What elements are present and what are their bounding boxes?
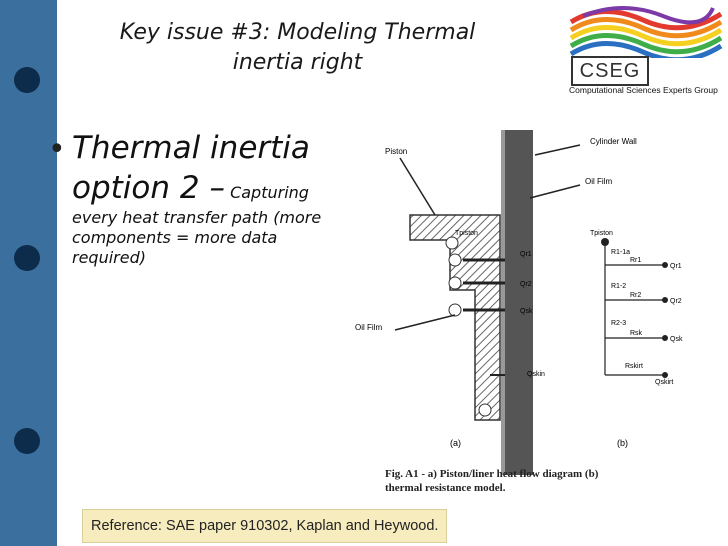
node-5	[478, 403, 492, 417]
title-line-1: Key issue #3: Modeling Thermal	[119, 20, 476, 45]
label-r2: Rr2	[630, 292, 641, 299]
bullet-text: Thermal inertia option 2 – Capturing eve…	[72, 128, 322, 268]
reference-box: Reference: SAE paper 910302, Kaplan and …	[82, 509, 448, 543]
bullet-large-text: Thermal inertia option 2 –	[72, 130, 310, 206]
figure-caption-line-1: Fig. A1 - a) Piston/liner heat flow diag…	[385, 468, 599, 480]
label-q2: Qr2	[520, 281, 532, 288]
label-qskirt: Qskirt	[655, 379, 673, 386]
label-oil-film-left: Oil Film	[355, 323, 382, 332]
label-r3: Rsk	[630, 330, 643, 337]
node-3	[448, 303, 462, 317]
label-piston: Piston	[385, 147, 407, 156]
slide-title: Key issue #3: Modeling Thermal inertia r…	[75, 18, 520, 78]
label-rskirt: Rskirt	[625, 363, 643, 370]
label-cylinder-wall: Cylinder Wall	[590, 137, 637, 146]
label-qsk: Qsk	[520, 308, 533, 315]
label-panel-b: (b)	[617, 438, 628, 448]
figure-caption-line-2: thermal resistance model.	[385, 482, 506, 494]
label-r1: Rr1	[630, 257, 641, 264]
label-qsk-b: Qsk	[670, 336, 683, 343]
cylinder-wall	[505, 130, 533, 475]
label-oil-film-top: Oil Film	[585, 177, 612, 186]
piston-heat-flow-figure: Piston Cylinder Wall Oil Film Oil Film T…	[355, 130, 683, 475]
label-qr2: Qr2	[670, 298, 682, 305]
label-tpiston-b: Tpiston	[590, 230, 613, 237]
node-1	[448, 253, 462, 267]
node-2	[448, 276, 462, 290]
bar-dot-1	[14, 67, 40, 93]
bullet-dot: •	[48, 132, 66, 167]
label-tpiston-a: Tpiston	[455, 230, 478, 237]
bar-dot-3	[14, 428, 40, 454]
label-qr1: Qr1	[670, 263, 682, 270]
label-panel-a: (a)	[450, 438, 461, 448]
label-r23: R2-3	[611, 320, 626, 327]
figure-caption: Fig. A1 - a) Piston/liner heat flow diag…	[385, 467, 705, 495]
label-qskin-a: Qskin	[527, 371, 545, 378]
logo-waves	[569, 6, 723, 63]
bullet-small-text-1: Capturing every heat transfer path	[72, 183, 309, 227]
label-r11a: R1-1a	[611, 249, 630, 256]
logo-caption: Computational Sciences Experts Group	[569, 85, 718, 95]
bar-dot-2	[14, 245, 40, 271]
logo-badge: CSEG	[571, 56, 649, 86]
cseg-logo: CSEG Computational Sciences Experts Grou…	[563, 2, 725, 100]
title-line-2: inertia right	[232, 50, 363, 75]
label-q1: Qr1	[520, 251, 532, 258]
label-r12: R1-2	[611, 283, 626, 290]
bullet-small-text-2: (more components = more data required)	[72, 208, 322, 267]
node-s-top	[445, 236, 459, 250]
oil-film-layer	[501, 130, 505, 475]
